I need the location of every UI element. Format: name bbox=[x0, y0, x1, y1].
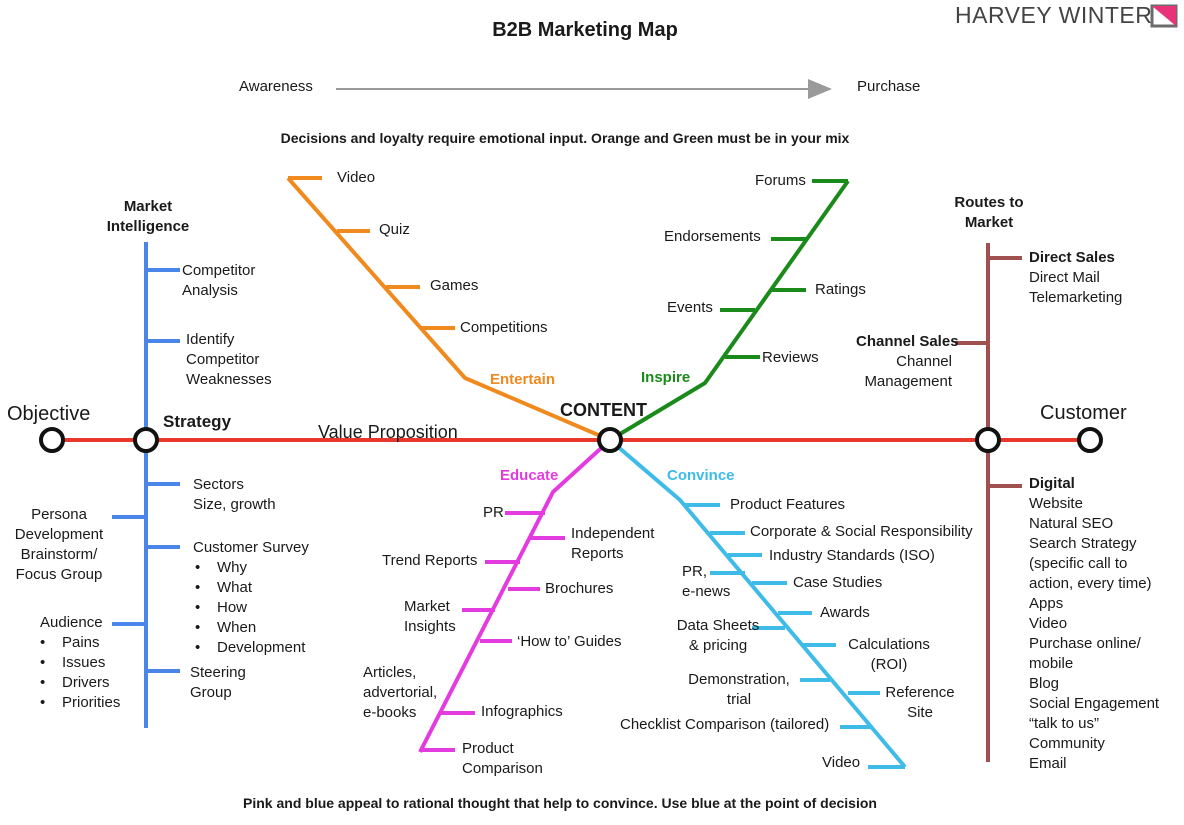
inspire-forums: Forums bbox=[755, 172, 806, 189]
inspire-label: Inspire bbox=[641, 369, 691, 386]
routes-branch bbox=[955, 243, 1022, 762]
inspire-endorsements: Endorsements bbox=[664, 228, 761, 245]
entertain-branch bbox=[286, 176, 611, 442]
strategy-station bbox=[133, 427, 159, 453]
educate-infographics: Infographics bbox=[481, 703, 563, 720]
educate-product-comparison: Product Comparison bbox=[462, 740, 543, 777]
educate-brochures: Brochures bbox=[545, 580, 614, 597]
audience-item: Pains bbox=[38, 633, 120, 653]
convince-demonstration: Demonstration, trial bbox=[688, 671, 790, 708]
identify-weaknesses-label: Identify Competitor Weaknesses bbox=[186, 331, 272, 388]
convince-video: Video bbox=[822, 754, 861, 771]
logo-mark bbox=[1150, 4, 1178, 28]
audience-title: Audience bbox=[40, 614, 103, 631]
routes-heading: Routes to Market bbox=[954, 194, 1024, 231]
market-branch bbox=[112, 242, 180, 728]
audience-list: Pains Issues Drivers Priorities bbox=[38, 633, 120, 713]
direct-sales-items: Direct Mail Telemarketing bbox=[1029, 269, 1123, 306]
customer-survey-list: Why What How When Development bbox=[193, 558, 305, 658]
convince-data-sheets: Data Sheets & pricing bbox=[676, 617, 760, 654]
channel-sales-items: Channel Management bbox=[864, 353, 952, 390]
convince-branch bbox=[608, 438, 907, 769]
entertain-quiz: Quiz bbox=[379, 221, 410, 238]
digital-items: Website Natural SEO Search Strategy (spe… bbox=[1029, 495, 1160, 772]
steering-group-label: Steering Group bbox=[190, 664, 246, 701]
convince-awards: Awards bbox=[820, 604, 870, 621]
survey-item: Development bbox=[193, 638, 305, 658]
entertain-label: Entertain bbox=[490, 371, 556, 388]
bottom-note: Pink and blue appeal to rational thought… bbox=[243, 795, 877, 811]
convince-iso: Industry Standards (ISO) bbox=[769, 547, 935, 564]
strategy-label: Strategy bbox=[163, 412, 232, 431]
inspire-events: Events bbox=[667, 299, 713, 316]
competitor-analysis-label: Competitor Analysis bbox=[182, 262, 256, 299]
direct-sales-label: Direct Sales bbox=[1029, 249, 1115, 266]
audience-item: Drivers bbox=[38, 673, 120, 693]
survey-item: Why bbox=[193, 558, 305, 578]
journey-end: Purchase bbox=[857, 78, 921, 95]
survey-item: When bbox=[193, 618, 305, 638]
entertain-video: Video bbox=[337, 169, 376, 186]
content-label: CONTENT bbox=[560, 400, 647, 420]
persona-label: Persona Development Brainstorm/ Focus Gr… bbox=[14, 506, 104, 583]
survey-item: How bbox=[193, 598, 305, 618]
objective-label: Objective bbox=[7, 403, 91, 425]
educate-label: Educate bbox=[500, 467, 559, 484]
objective-station bbox=[39, 427, 65, 453]
entertain-games: Games bbox=[430, 277, 479, 294]
market-intelligence-heading: Market Intelligence bbox=[106, 198, 190, 235]
educate-independent-reports: Independent Reports bbox=[571, 525, 655, 562]
audience-item: Issues bbox=[38, 653, 120, 673]
audience-item: Priorities bbox=[38, 693, 120, 713]
educate-articles: Articles, advertorial, e-books bbox=[363, 664, 438, 721]
stations bbox=[39, 427, 1103, 453]
journey-start: Awareness bbox=[239, 78, 313, 95]
educate-pr: PR bbox=[483, 504, 504, 521]
convince-checklist: Checklist Comparison (tailored) bbox=[620, 716, 830, 733]
value-proposition-label: Value Proposition bbox=[318, 422, 458, 442]
educate-howto-guides: ‘How to’ Guides bbox=[517, 633, 622, 650]
convince-pr-enews: PR, e-news bbox=[682, 563, 731, 600]
digital-label: Digital bbox=[1029, 475, 1075, 492]
convince-case-studies: Case Studies bbox=[793, 574, 883, 591]
convince-calculations: Calculations (ROI) bbox=[848, 636, 930, 673]
top-note: Decisions and loyalty require emotional … bbox=[280, 130, 850, 146]
inspire-ratings: Ratings bbox=[815, 281, 866, 298]
entertain-competitions: Competitions bbox=[460, 319, 548, 336]
routes-station bbox=[975, 427, 1001, 453]
inspire-branch bbox=[608, 179, 850, 442]
sectors-label: Sectors Size, growth bbox=[193, 476, 276, 513]
channel-sales-label: Channel Sales bbox=[856, 333, 959, 350]
convince-label: Convince bbox=[667, 467, 735, 484]
convince-product-features: Product Features bbox=[730, 496, 846, 513]
educate-branch bbox=[418, 438, 612, 753]
customer-survey-title: Customer Survey bbox=[193, 539, 309, 556]
convince-csr: Corporate & Social Responsibility bbox=[750, 523, 973, 540]
inspire-reviews: Reviews bbox=[762, 349, 819, 366]
brand-logo: HARVEY WINTER bbox=[955, 2, 1153, 28]
customer-station bbox=[1077, 427, 1103, 453]
map-title: B2B Marketing Map bbox=[492, 19, 678, 41]
convince-reference-site: Reference Site bbox=[885, 684, 955, 721]
educate-market-insights: Market Insights bbox=[404, 598, 456, 635]
customer-label: Customer bbox=[1040, 402, 1127, 424]
educate-trend-reports: Trend Reports bbox=[382, 552, 478, 569]
survey-item: What bbox=[193, 578, 305, 598]
content-station bbox=[597, 427, 623, 453]
